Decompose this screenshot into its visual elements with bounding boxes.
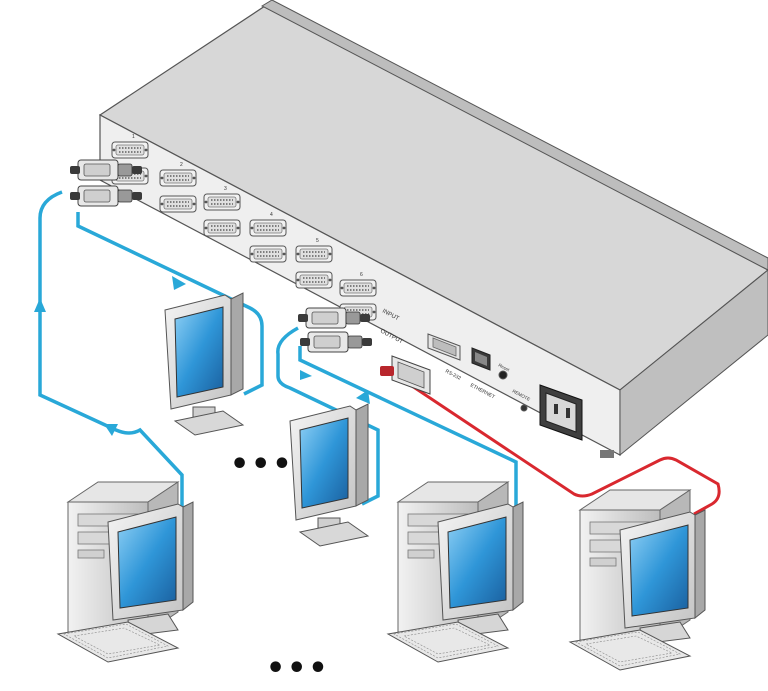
port-number: 6 — [360, 272, 363, 278]
dvi-port[interactable] — [159, 195, 197, 213]
more-monitors-ellipsis: ••• — [230, 447, 294, 482]
port-number: 4 — [270, 212, 273, 218]
arrow-right-icon — [300, 370, 312, 380]
source-computer-1 — [57, 481, 194, 663]
rs232-port[interactable] — [427, 333, 461, 361]
rs232-plug — [380, 355, 431, 395]
remote-jack[interactable] — [520, 404, 528, 412]
port-number: 1 — [132, 134, 135, 140]
more-computers-ellipsis: ••• — [266, 651, 330, 686]
ethernet-port[interactable] — [471, 347, 491, 371]
dvi-port[interactable] — [203, 193, 241, 211]
rs232-serial-cable — [399, 376, 721, 516]
arrow-icon — [104, 424, 118, 436]
source-computer-2 — [387, 481, 524, 663]
port-number-labels: 1 2 3 4 5 6 — [132, 134, 363, 278]
dvi-cable-input-loop — [38, 190, 264, 522]
dvi-port[interactable] — [249, 245, 287, 263]
arrow-up-icon — [34, 298, 46, 312]
arrow-left-icon — [356, 390, 370, 404]
port-number: 5 — [316, 238, 319, 244]
dvi-port[interactable] — [249, 219, 287, 237]
control-pc — [569, 489, 706, 671]
reset-label: Reset — [498, 362, 511, 372]
power-inlet[interactable] — [539, 384, 583, 441]
port-number: 2 — [180, 162, 183, 168]
display-monitor-1 — [164, 292, 244, 436]
signal-flow-arrows — [34, 276, 370, 436]
dvi-port[interactable] — [111, 141, 149, 159]
arrow-right-icon — [172, 276, 186, 290]
dvi-port[interactable] — [203, 219, 241, 237]
dvi-port[interactable] — [159, 169, 197, 187]
reset-button[interactable] — [498, 370, 508, 380]
dvi-port[interactable] — [295, 245, 333, 263]
dvi-port[interactable] — [295, 271, 333, 289]
display-monitor-2 — [289, 403, 369, 547]
dvi-plug-output — [297, 307, 373, 353]
dvi-port[interactable] — [339, 279, 377, 297]
port-number: 3 — [224, 186, 227, 192]
